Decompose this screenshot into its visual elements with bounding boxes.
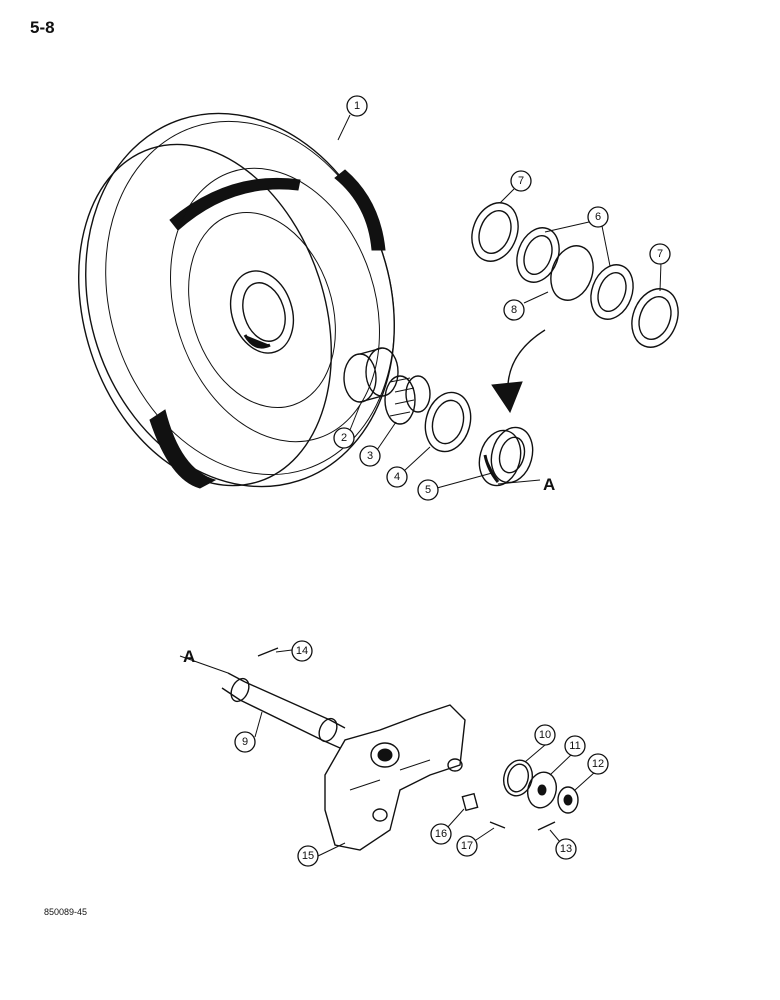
callout-10: 10 xyxy=(534,724,556,746)
idler-wheel xyxy=(78,112,395,489)
assembly-ref-a-bottom: A xyxy=(183,647,195,666)
callout-2-label: 2 xyxy=(341,432,347,444)
callout-5: 5 xyxy=(417,479,439,501)
callout-5-label: 5 xyxy=(425,484,431,496)
callout-6: 6 xyxy=(587,206,609,228)
figure-id: 850089-45 xyxy=(44,907,88,917)
callout-16: 16 xyxy=(430,823,452,845)
callout-11: 11 xyxy=(564,735,586,757)
callout-12: 12 xyxy=(587,753,609,775)
callout-4-label: 4 xyxy=(394,471,400,483)
callout-3-label: 3 xyxy=(367,450,373,462)
small-parts xyxy=(461,759,579,831)
callout-14: 14 xyxy=(291,640,313,662)
callout-15-label: 15 xyxy=(302,850,314,862)
bearing-cup xyxy=(343,347,399,403)
callout-16-label: 16 xyxy=(435,828,447,840)
callout-8: 8 xyxy=(503,299,525,321)
callout-13-label: 13 xyxy=(560,843,572,855)
page-number: 5-8 xyxy=(30,18,55,37)
callout-4: 4 xyxy=(386,466,408,488)
callout-12-label: 12 xyxy=(592,758,604,770)
idler-shaft xyxy=(221,647,346,749)
callout-17-label: 17 xyxy=(461,840,473,852)
seal-assembly xyxy=(478,426,534,487)
callout-9-label: 9 xyxy=(242,736,248,748)
callout-1-label: 1 xyxy=(354,100,360,112)
callout-11-label: 11 xyxy=(569,740,580,752)
callout-7-right: 7 xyxy=(649,243,671,265)
seal-ring xyxy=(424,391,472,453)
callout-3: 3 xyxy=(359,445,381,467)
callout-13: 13 xyxy=(555,838,577,860)
bearing-cone xyxy=(384,375,431,425)
callout-2: 2 xyxy=(333,427,355,449)
callout-14-label: 14 xyxy=(296,645,308,657)
callout-7-right-label: 7 xyxy=(657,248,663,260)
callout-7-left-label: 7 xyxy=(518,175,524,187)
callout-15: 15 xyxy=(297,845,319,867)
assembly-arrow xyxy=(491,329,546,414)
callout-10-label: 10 xyxy=(539,729,551,741)
duo-cone-seal-group xyxy=(471,202,679,348)
callout-17: 17 xyxy=(456,835,478,857)
callout-8-label: 8 xyxy=(511,304,517,316)
callout-1: 1 xyxy=(346,95,368,117)
assembly-ref-a-top: A xyxy=(543,475,555,494)
leader-lines xyxy=(179,114,662,857)
callout-7-left: 7 xyxy=(510,170,532,192)
callout-6-label: 6 xyxy=(595,211,601,223)
callout-9: 9 xyxy=(234,731,256,753)
